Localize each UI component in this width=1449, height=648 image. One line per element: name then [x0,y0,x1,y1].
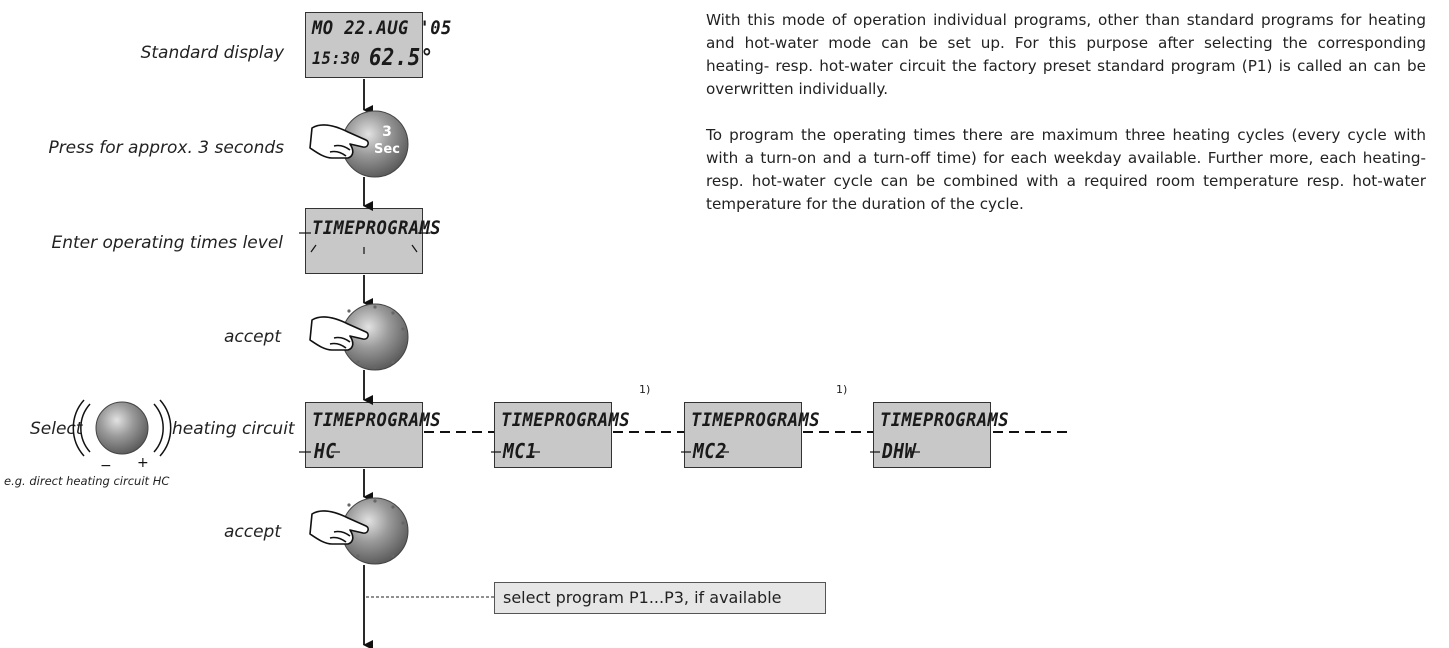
hand-icon [309,316,369,351]
hand-icon [309,510,369,545]
lcd-title: TIMEPROGRAMS [501,409,630,431]
lcd-circuit-code: MC1 [503,439,537,463]
standard-display-label: Standard display [140,43,284,63]
lcd-title: TIMEPROGRAMS [691,409,820,431]
lcd-title: TIMEPROGRAMS [312,409,441,431]
lcd-temperature: 62.5° [369,45,434,71]
minus-sign: − [100,458,112,474]
lcd-date: MO 22.AUG '05 [312,17,452,39]
sec-number: 3 [382,124,392,140]
plus-sign: + [137,455,149,471]
lcd-title: TIMEPROGRAMS [880,409,1009,431]
operating-times-level-lcd: TIMEPROGRAMS [305,208,441,274]
lcd-time: 15:30 [312,49,361,69]
footnote-mark: 1) [836,383,848,396]
rotary-knob-icon: − + [72,399,172,474]
lcd-circuit-code: HC [314,439,337,463]
press-3s-label: Press for approx. 3 seconds [48,138,284,158]
circuit-display-mc2: TIMEPROGRAMS MC2 [684,402,820,468]
accept-label-2: accept [223,522,281,542]
blink-marks [299,232,920,453]
enter-level-label: Enter operating times level [51,233,283,253]
select-label: Select [30,419,83,439]
select-program-callout: select program P1...P3, if available [494,582,826,614]
footnote-mark: 1) [639,383,651,396]
example-note: e.g. direct heating circuit HC [4,474,170,488]
sec-text: Sec [374,142,400,157]
heating-circuit-label: heating circuit [172,419,295,439]
circuit-display-mc1: TIMEPROGRAMS MC1 [494,402,630,468]
cycles-paragraph: To program the operating times there are… [706,126,1426,213]
lcd-circuit-code: MC2 [693,439,727,463]
intro-paragraph: With this mode of operation individual p… [706,11,1426,98]
knob-3sec-icon: 3 Sec [341,110,409,178]
lcd-circuit-code: DHW [882,439,916,463]
circuit-display-dhw: TIMEPROGRAMS DHW [873,402,1009,468]
hand-icon [309,124,369,159]
knob-icon [341,303,409,371]
circuit-display-hc: TIMEPROGRAMS HC [305,402,441,468]
standard-display-lcd: MO 22.AUG '05 15:30 62.5° [305,12,451,78]
lcd-timeprograms: TIMEPROGRAMS [312,217,441,239]
accept-label-1: accept [223,327,281,347]
